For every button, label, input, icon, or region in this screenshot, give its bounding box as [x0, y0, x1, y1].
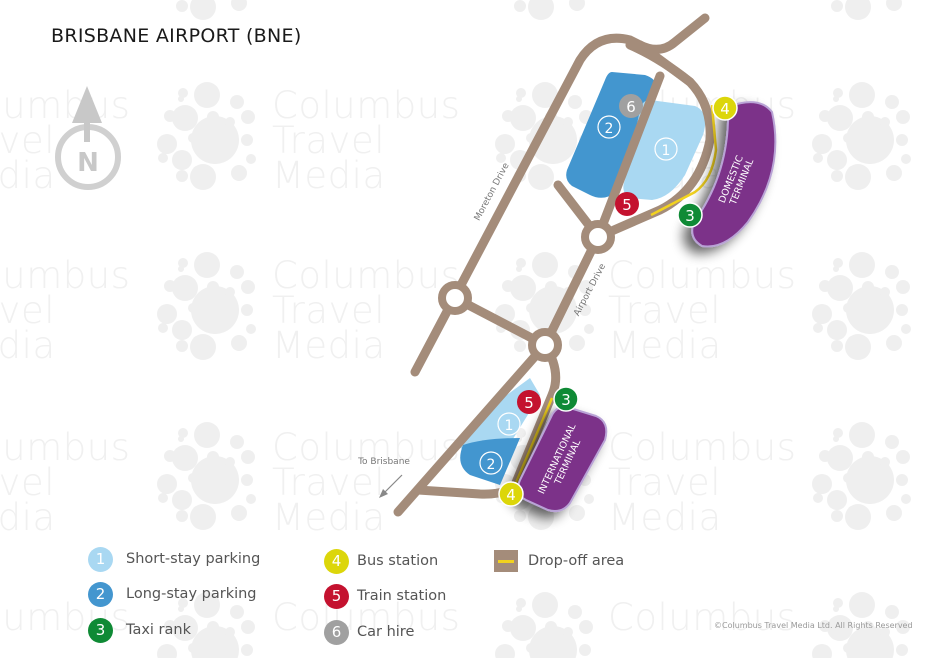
legend-item-long-stay-parking: 2 Long-stay parking	[88, 580, 257, 608]
svg-text:4: 4	[506, 486, 516, 504]
marker-taxi-rank: 3	[677, 202, 703, 228]
long-stay-parking-icon: 2	[88, 581, 113, 607]
svg-text:1: 1	[505, 418, 514, 434]
legend-item-taxi-rank: 3 Taxi rank	[88, 616, 191, 644]
train-station-icon: 5	[324, 583, 349, 609]
dropoff-line-international	[513, 397, 554, 486]
svg-text:3: 3	[561, 391, 571, 409]
copyright-notice: ©Columbus Travel Media Ltd. All Rights R…	[714, 621, 913, 630]
svg-text:2: 2	[487, 457, 496, 473]
marker-short-stay-parking: 1	[497, 412, 521, 436]
international-terminal	[517, 405, 608, 513]
short-stay-parking-icon: 1	[88, 546, 113, 572]
svg-text:N: N	[77, 148, 99, 178]
map-title: BRISBANE AIRPORT (BNE)	[51, 25, 302, 47]
airport-drive-road	[540, 232, 603, 350]
svg-text:6: 6	[626, 98, 636, 116]
to-brisbane-arrow-icon	[379, 474, 403, 498]
marker-train-station: 5	[517, 390, 541, 414]
north-arrow-icon: N	[55, 86, 121, 190]
roundabout-icon	[438, 220, 615, 362]
long-stay-parking-area	[460, 438, 520, 485]
car-hire-icon: 6	[324, 619, 349, 645]
watermark-text: Columbus	[608, 596, 797, 639]
watermark-text: Columbus	[272, 596, 461, 639]
legend-item-train-station: 5 Train station	[324, 582, 446, 610]
svg-text:4: 4	[720, 100, 730, 118]
legend-item-dropoff-area: Drop-off area	[494, 547, 624, 575]
svg-text:3: 3	[685, 207, 695, 225]
marker-long-stay-parking: 2	[597, 115, 621, 139]
domestic-terminal	[691, 101, 777, 248]
moreton-drive-road	[410, 33, 645, 377]
svg-text:2: 2	[605, 121, 614, 137]
marker-bus-station: 4	[498, 481, 524, 507]
dropoff-line-domestic	[650, 104, 718, 217]
svg-text:5: 5	[524, 394, 534, 412]
taxi-rank-icon: 3	[88, 617, 113, 643]
to-brisbane-label: To Brisbane	[357, 457, 410, 467]
legend-item-car-hire: 6 Car hire	[324, 618, 414, 646]
legend-item-bus-station: 4 Bus station	[324, 547, 438, 575]
legend-item-short-stay-parking: 1 Short-stay parking	[88, 545, 260, 573]
svg-text:5: 5	[622, 196, 632, 214]
svg-text:1: 1	[662, 143, 671, 159]
marker-train-station: 5	[615, 192, 639, 216]
marker-bus-station: 4	[712, 95, 738, 121]
marker-taxi-rank: 3	[553, 386, 579, 412]
marker-car-hire: 6	[619, 94, 643, 118]
bus-station-icon: 4	[324, 548, 349, 574]
marker-short-stay-parking: 1	[654, 137, 678, 161]
marker-long-stay-parking: 2	[479, 451, 503, 475]
dropoff-area-icon	[494, 550, 518, 572]
